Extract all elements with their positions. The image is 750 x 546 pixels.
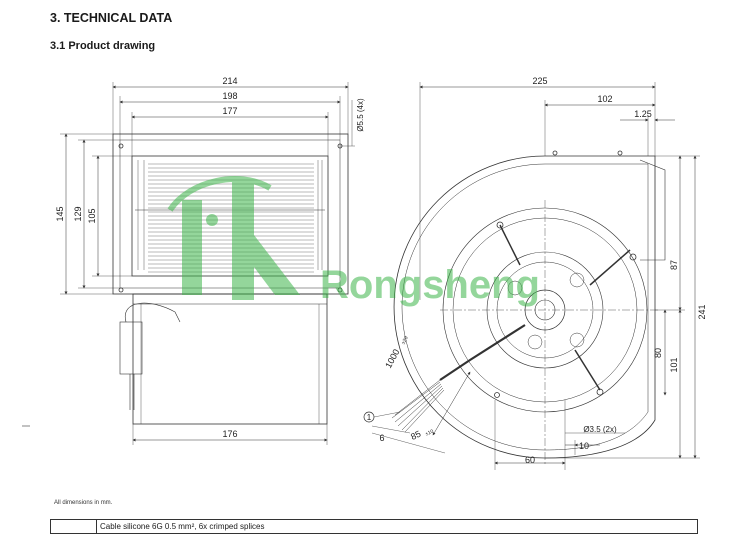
dim-198: 198 [222,91,237,101]
mounting-hole [596,388,604,396]
mounting-hole [629,253,637,261]
dim-102: 102 [597,94,612,104]
dim-145: 145 [55,206,65,221]
mounting-hole [118,143,124,149]
mounting-hole [494,392,500,398]
product-drawing: 214 198 177 176 145 129 105 Ø5.5 (4x) [22,76,707,470]
dim-60: 60 [525,455,535,465]
footer-note: All dimensions in mm. [54,500,113,506]
dim-101: 101 [669,357,679,372]
mounting-hole [496,221,504,229]
watermark-text: Rongsheng [320,263,540,307]
dim-176: 176 [222,429,237,439]
subsection-title: 3.1 Product drawing [50,40,156,52]
dim-1000: 1000 [383,347,401,369]
dim-214: 214 [222,76,237,86]
front-motor-body [132,293,328,425]
callout-number: 1 [367,413,372,422]
section-title: 3. TECHNICAL DATA [50,11,173,25]
dim-1000-tol: ±20 [401,335,410,345]
dim-87: 87 [669,260,679,270]
mounting-hole [118,287,124,293]
legend-row: Cable silicone 6G 0.5 mm², 6x crimped sp… [50,519,698,534]
side-view [363,82,700,470]
cable [439,324,526,381]
dim-85-tol: ±10 [425,429,435,438]
dim-80: 80 [653,348,663,358]
front-flange [112,133,349,295]
legend-item-number [51,520,97,533]
dim-10: 10 [579,441,589,451]
scroll-housing [393,155,656,459]
front-housing [131,155,329,277]
dim-241: 241 [697,304,707,319]
dim-85: 85 [409,429,422,442]
watermark-logo: Rongsheng [167,176,540,307]
mounting-hole [337,287,343,293]
dim-6: 6 [379,433,384,443]
dim-105: 105 [87,208,97,223]
dim-hole-side: Ø3.5 (2x) [583,425,617,434]
dim-hole-front: Ø5.5 (4x) [356,98,365,132]
mounting-hole [617,150,623,156]
dim-177: 177 [222,106,237,116]
legend-item-text: Cable silicone 6G 0.5 mm², 6x crimped sp… [100,522,265,531]
dim-1-25: 1.25 [634,109,652,119]
mounting-hole [552,150,558,156]
dim-225: 225 [532,76,547,86]
dim-129: 129 [73,206,83,221]
